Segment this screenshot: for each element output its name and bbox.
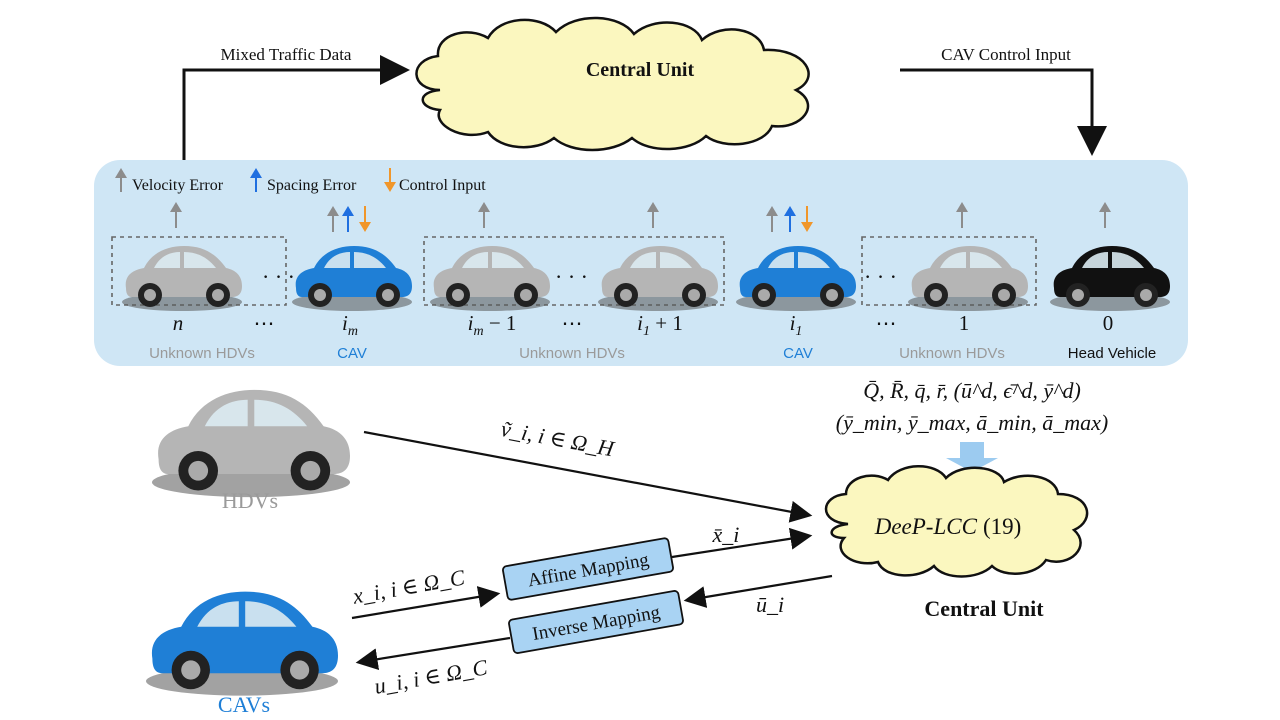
legend-velocity: Velocity Error [132,177,224,194]
label-cav-1: CAV [337,345,367,362]
mixed-traffic-label: Mixed Traffic Data [221,45,352,64]
xbar-arrow [671,527,813,559]
cav-car-large [146,591,338,696]
velocity-arrow-n [170,202,182,228]
label-head-vehicle: Head Vehicle [1068,345,1156,362]
legend-spacing: Spacing Error [267,177,357,194]
index-im: im [342,311,358,339]
car-arrows [170,202,1111,232]
index-dots-1: ⋯ [254,311,275,335]
index-dots-3: ⋯ [876,311,897,335]
car-dots-1: · · · [262,264,295,289]
index-im-1: im − 1 [468,311,517,339]
central-unit-label: Central Unit [924,596,1044,621]
deep-lcc-label: DeeP-LCC(19) [874,514,1022,539]
index-i1-1: i1 + 1 [637,311,683,339]
params-line-1: Q̄, R̄, q̄, r̄, (ū^d, ϵ̄^d, ȳ^d) [863,378,1081,403]
cav-output-arrow [355,636,511,671]
top-cloud-label: Central Unit [586,59,695,81]
cavs-label: CAVs [218,692,270,717]
velocity-arrow-im [327,206,339,232]
index-n: n [173,311,184,335]
affine-mapping-box: Affine Mapping [502,537,674,601]
legend-control: Control Input [399,177,486,194]
params-line-2: (ȳ_min, ȳ_max, ā_min, ā_max) [836,410,1109,435]
ubar-label: ū_i [756,592,784,617]
params-arrow [946,442,998,472]
velocity-error-icon [115,168,127,192]
label-unknown-hdvs-1: Unknown HDVs [149,345,255,362]
label-cav-2: CAV [783,345,813,362]
cav-control-arrow [900,68,1107,156]
cav-control-label: CAV Control Input [941,45,1071,64]
hdv-signal-arrow [363,430,813,523]
legend: Velocity Error Spacing Error Control Inp… [115,168,486,194]
spacing-error-icon [250,168,262,192]
control-input-icon [384,168,396,192]
control-arrow-im [359,206,371,232]
hdv-car-large [152,389,350,498]
index-1: 1 [959,311,970,335]
deep-lcc-cloud: DeeP-LCC(19) [824,465,1089,578]
group-labels: Unknown HDVs CAV Unknown HDVs CAV Unknow… [149,345,1156,362]
mixed-traffic-arrow [182,55,410,164]
cav-input-arrow [351,586,501,620]
spacing-arrow-i1 [784,206,796,232]
velocity-arrow-1 [956,202,968,228]
velocity-arrow-i1-1 [647,202,659,228]
index-dots-2: ⋯ [562,311,583,335]
velocity-arrow-i1 [766,206,778,232]
velocity-arrow-im-1 [478,202,490,228]
car-dots-2: · · · [555,264,588,289]
index-0: 0 [1103,311,1114,335]
cav-output-label: u_i, i ∈ Ω_C [372,654,489,698]
hdvs-label: HDVs [222,488,278,513]
velocity-arrow-0 [1099,202,1111,228]
xbar-label: x̄_i [712,522,740,547]
top-central-unit-cloud: Central Unit [415,16,810,152]
label-unknown-hdvs-2: Unknown HDVs [519,345,625,362]
index-i1: i1 [790,311,803,339]
ubar-arrow [683,574,833,608]
vehicle-indices: n ⋯ im im − 1 ⋯ i1 + 1 i1 ⋯ 1 0 [173,311,1114,339]
control-arrow-i1 [801,206,813,232]
hdv-signal-label: ṽ_i, i ∈ Ω_H [499,416,617,462]
spacing-arrow-im [342,206,354,232]
inverse-mapping-box: Inverse Mapping [508,590,684,654]
car-dots-3: · · · [864,264,897,289]
label-unknown-hdvs-3: Unknown HDVs [899,345,1005,362]
